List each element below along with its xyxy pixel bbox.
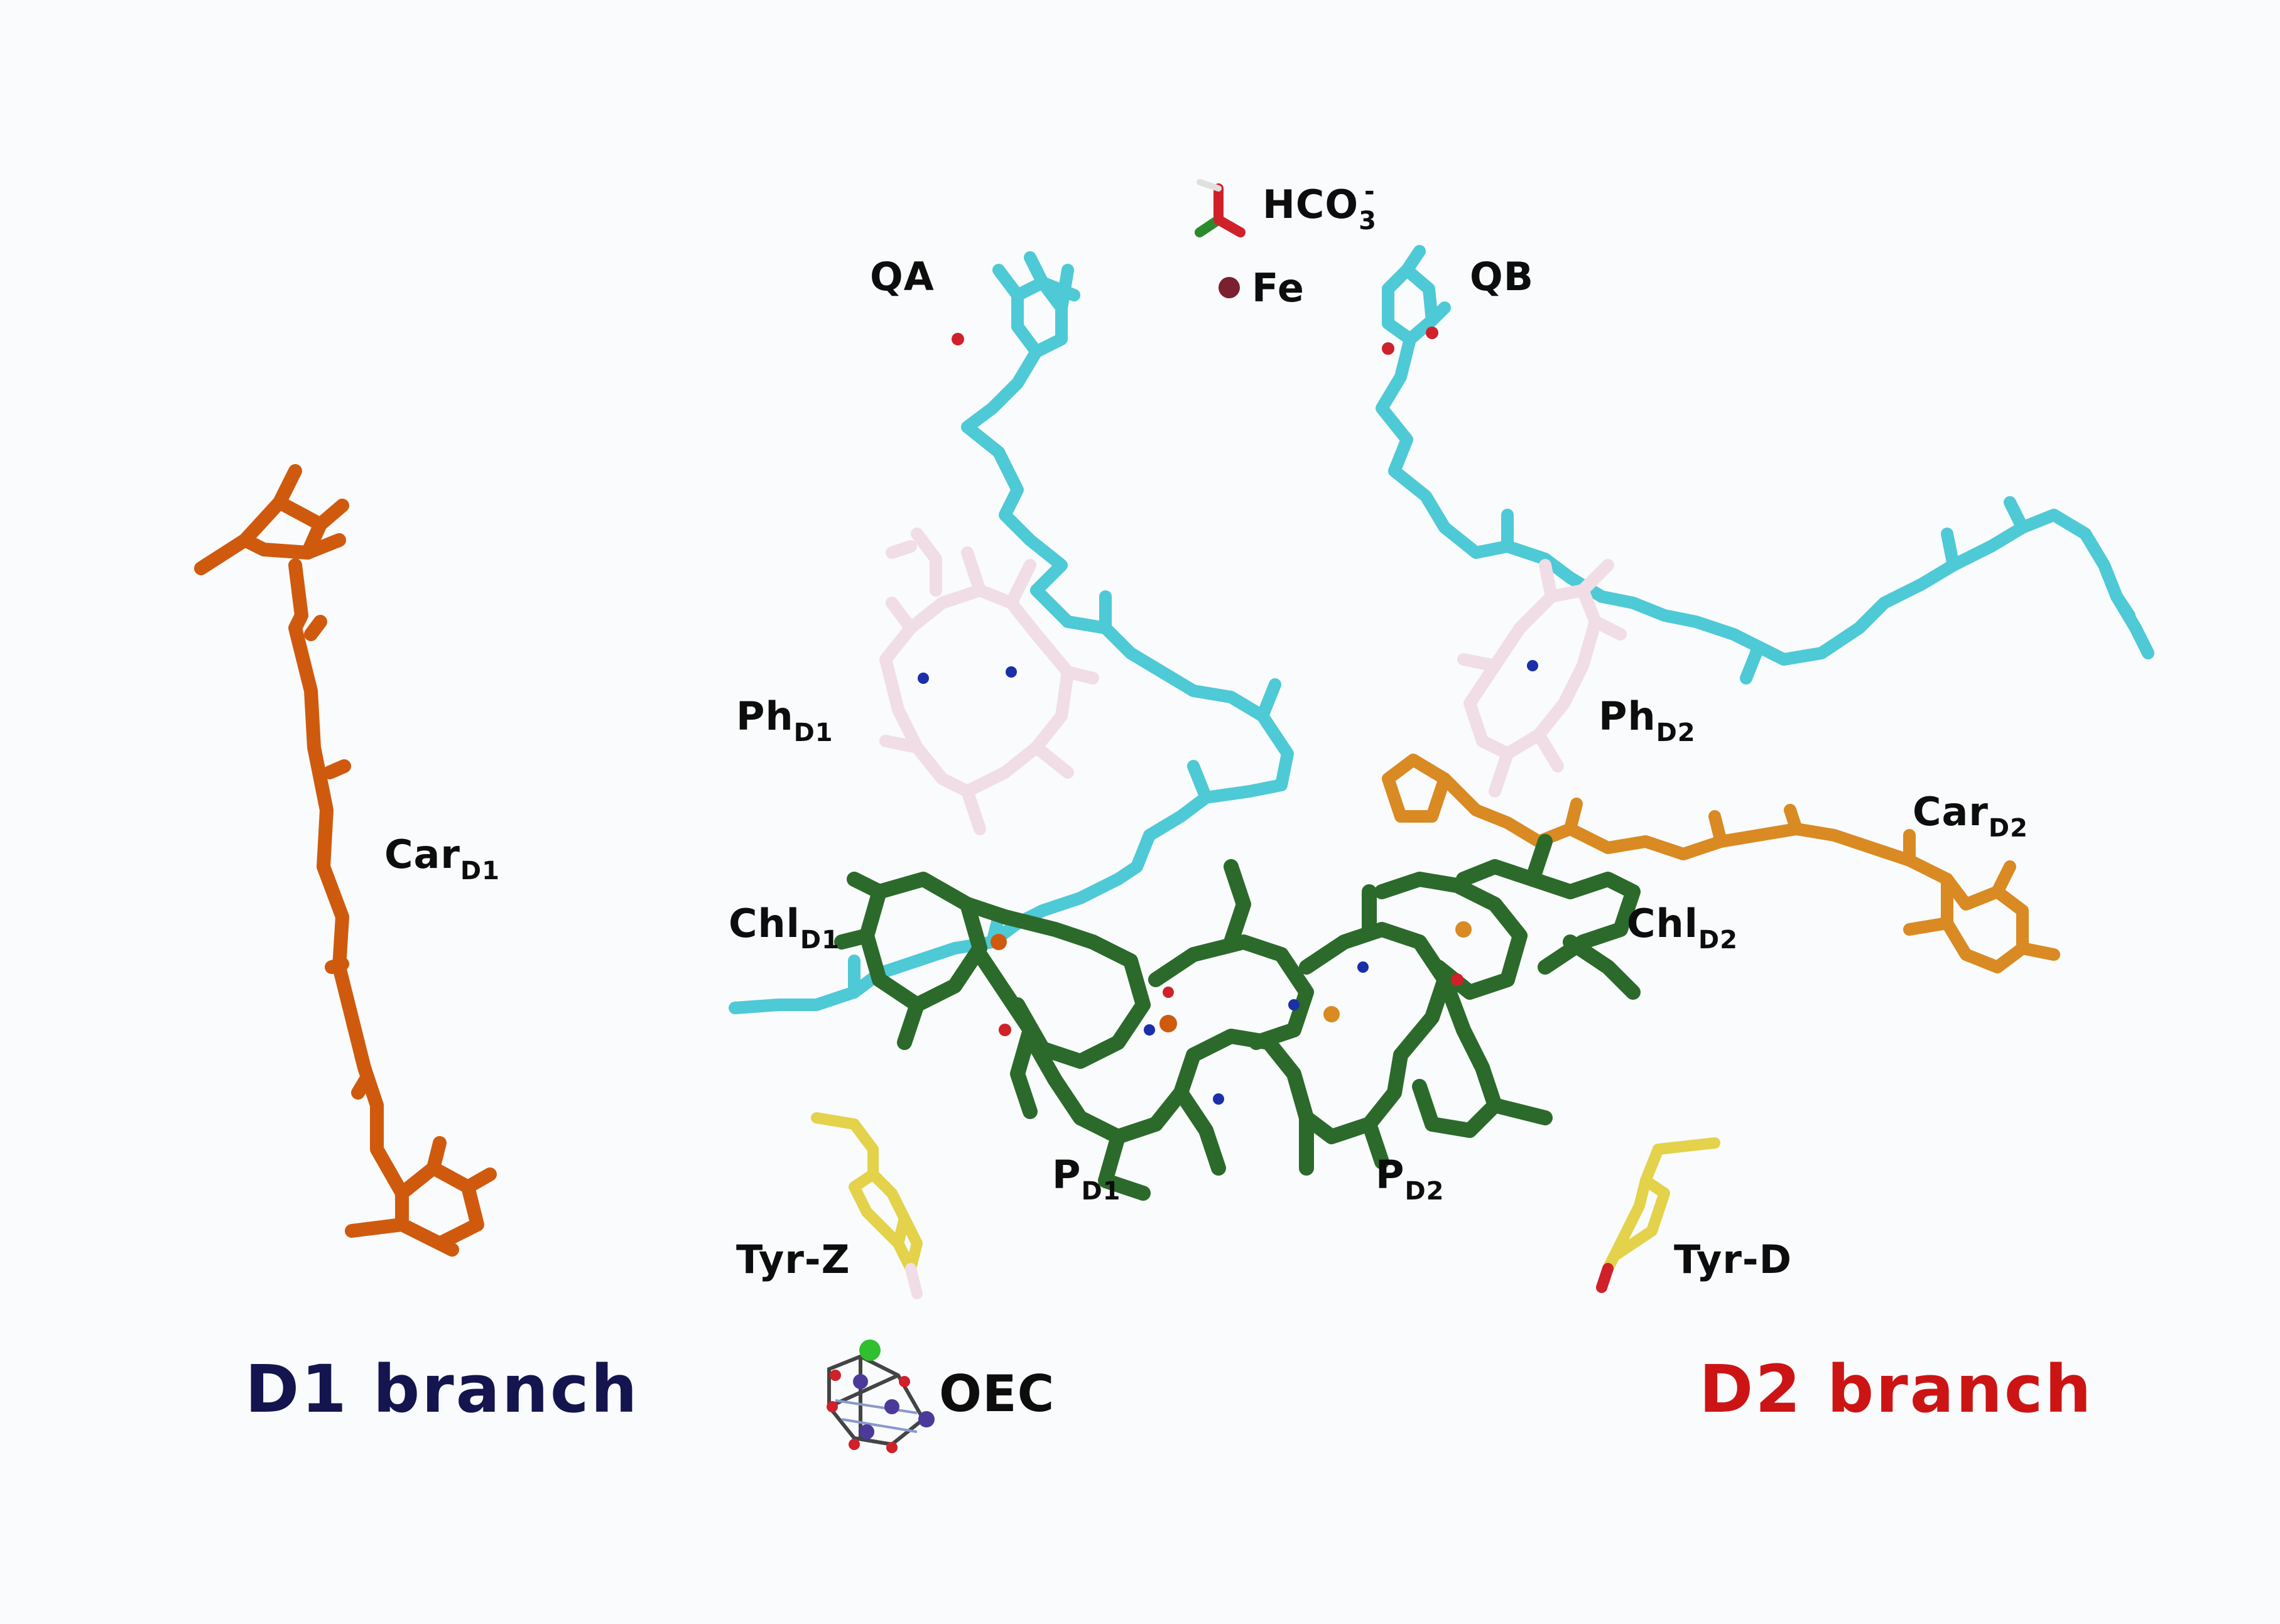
pheophytin-d1: [879, 528, 1099, 835]
label-car-d1: CarD1: [384, 835, 500, 884]
label-hco3-charge: -: [1364, 177, 1376, 206]
label-ph-d2: PhD2: [1599, 697, 1696, 747]
label-tyr-z: Tyr-Z: [736, 1237, 850, 1282]
label-p-d1-sub: D1: [1081, 1177, 1121, 1206]
quinone-qa: [729, 251, 1294, 1014]
label-p-d1-base: P: [1052, 1152, 1082, 1198]
bicarbonate-icon: [1195, 179, 1246, 237]
label-hco3-base: HCO: [1262, 181, 1359, 227]
chlorophyll-cluster: [834, 834, 1641, 1201]
tyrosine-d: [1596, 1137, 1720, 1293]
label-d2-branch: D2 branch: [1699, 1351, 2093, 1427]
label-p-d2-sub: D2: [1404, 1177, 1445, 1206]
oec-cluster-icon: [827, 1340, 935, 1453]
label-p-d2: PD2: [1376, 1156, 1445, 1204]
label-ph-d1-sub: D1: [793, 718, 833, 747]
label-oec: OEC: [939, 1365, 1055, 1423]
label-car-d1-sub: D1: [460, 857, 500, 885]
label-chl-d2: ChlD2: [1627, 904, 1738, 953]
label-chl-d1-sub: D1: [800, 926, 840, 955]
label-qb: QB: [1470, 254, 1534, 300]
label-fe: Fe: [1252, 265, 1305, 311]
label-car-d2: CarD2: [1913, 793, 2028, 843]
heteroatom-accents: [918, 327, 1538, 1105]
pheophytin-d2: [1457, 559, 1627, 798]
label-chl-d2-base: Chl: [1627, 901, 1698, 946]
label-hco3: HCO3 -: [1262, 179, 1377, 235]
label-ph-d1: PhD1: [736, 697, 833, 747]
label-chl-d1: ChlD1: [729, 904, 840, 953]
carotenoid-d2: [1382, 754, 2060, 973]
label-ph-d2-base: Ph: [1599, 693, 1656, 739]
label-p-d2-base: P: [1376, 1152, 1405, 1198]
label-qa: QA: [870, 254, 935, 300]
label-hco3-sub: 3: [1359, 207, 1377, 235]
label-d1-branch: D1 branch: [245, 1351, 639, 1427]
iron-atom-icon: [1219, 277, 1240, 298]
label-car-d2-base: Car: [1913, 789, 1989, 835]
carotenoid-d1: [194, 464, 497, 1257]
label-chl-d1-base: Chl: [729, 901, 800, 946]
label-car-d1-base: Car: [384, 831, 460, 877]
quinone-qb: [1376, 245, 2154, 685]
label-p-d1: PD1: [1052, 1156, 1121, 1204]
tyrosine-z: [811, 1112, 923, 1299]
label-tyr-d: Tyr-D: [1674, 1237, 1793, 1282]
label-ph-d1-base: Ph: [736, 693, 794, 739]
label-car-d2-sub: D2: [1988, 814, 2028, 843]
label-ph-d2-sub: D2: [1656, 718, 1696, 747]
label-chl-d2-sub: D2: [1698, 926, 1738, 955]
